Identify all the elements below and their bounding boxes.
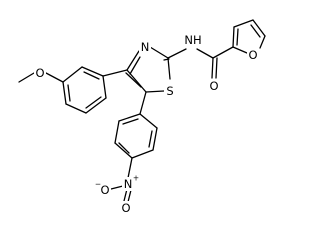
atom-label-layer: O N NH O O S N + O − O: [34, 33, 259, 215]
nitro-nitrogen-label: N: [124, 177, 133, 191]
furan-oxygen-label: O: [248, 48, 257, 62]
methoxy-oxygen-label: O: [35, 66, 44, 80]
bond-layer: [18, 19, 266, 203]
nitro-oxygen-label: O: [121, 201, 130, 215]
thiazole-nitrogen-label: N: [141, 40, 150, 54]
molecule-structure: O N NH O O S N + O − O: [18, 19, 266, 215]
amide-nh-label: NH: [184, 33, 201, 47]
nitro-oxygen-minus-charge: −: [95, 180, 101, 189]
carbonyl-oxygen-label: O: [209, 79, 218, 93]
nitro-nitrogen-charge: +: [133, 174, 139, 183]
nitro-oxygen-minus-label: O: [100, 183, 109, 197]
thiazole-sulfur-label: S: [166, 84, 173, 98]
structure-canvas: O N NH O O S N + O − O: [18, 19, 266, 215]
